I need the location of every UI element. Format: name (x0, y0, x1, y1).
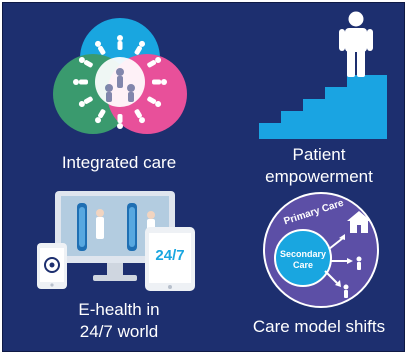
infographic-panel: Integrated care Patient empowerment 24/7 (2, 2, 405, 352)
care-model-shifts-label: Care model shifts (252, 317, 386, 336)
care-model-inner-label-line2: Care (292, 260, 313, 270)
stairs-icon (259, 75, 387, 139)
phone-icon (37, 243, 67, 289)
ehealth-label-line2: 24/7 world (79, 322, 159, 341)
care-model-inner-label-line1: Secondary (279, 249, 327, 259)
integrated-care-label: Integrated care (61, 153, 177, 172)
patient-empowerment-label-line2: empowerment (265, 167, 373, 186)
person-icon (339, 11, 373, 77)
care-circle-icon (263, 192, 379, 308)
venn-icon (53, 18, 187, 134)
tablet-icon (145, 227, 195, 291)
patient-empowerment-label-line1: Patient (292, 145, 346, 164)
ehealth-label-line1: E-health in (78, 300, 160, 319)
tablet-24-7-text: 24/7 (155, 247, 185, 264)
